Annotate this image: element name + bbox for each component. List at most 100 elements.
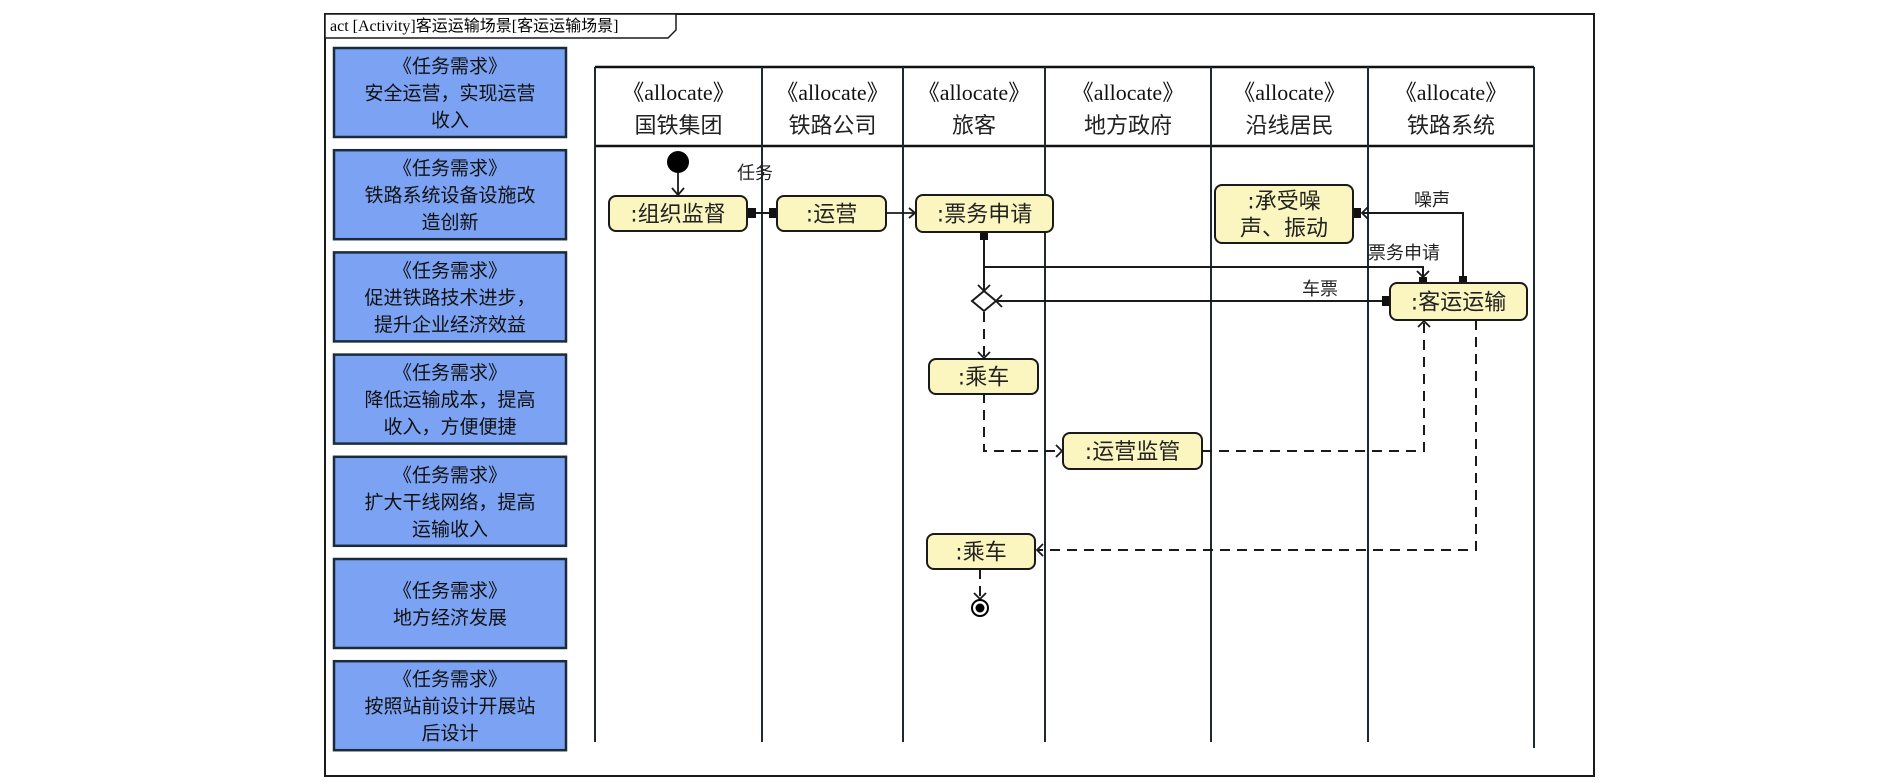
requirement-text: 降低运输成本，提高 bbox=[364, 389, 535, 411]
action-box bbox=[1214, 184, 1354, 244]
action-box bbox=[915, 194, 1054, 233]
edge-label-ticket-request: 票务申请 bbox=[1368, 243, 1440, 264]
output-pin bbox=[1459, 276, 1467, 284]
requirement-text: 造创新 bbox=[421, 212, 478, 234]
action-box bbox=[1062, 432, 1203, 470]
requirement-stereotype: 《任务需求》 bbox=[393, 260, 507, 282]
requirement-text: 收入 bbox=[431, 110, 469, 132]
requirement-box-bg bbox=[332, 148, 568, 241]
swimlane-header[interactable]: 《allocate》铁路公司 bbox=[776, 80, 888, 139]
requirement-text: 按照站前设计开展站 bbox=[364, 696, 535, 718]
input-pin bbox=[1353, 208, 1361, 218]
action-label: :客运运输 bbox=[1411, 291, 1506, 316]
requirement-text: 地方经济发展 bbox=[393, 607, 507, 629]
input-pin bbox=[1419, 277, 1427, 284]
requirement-text: 安全运营，实现运营 bbox=[364, 83, 535, 105]
frame-title-tab bbox=[324, 13, 677, 39]
action-operation-regulation[interactable]: :运营监管 bbox=[1062, 432, 1203, 470]
flow-regulation-to-transport bbox=[1202, 321, 1425, 452]
swimlane-name: 铁路公司 bbox=[788, 114, 876, 139]
requirement-box[interactable]: 《任务需求》地方经济发展 bbox=[332, 557, 568, 650]
action-passenger-transport[interactable]: :客运运输 bbox=[1389, 282, 1528, 321]
arrowhead-icon bbox=[1035, 543, 1044, 557]
action-label: :运营 bbox=[806, 203, 857, 228]
arrowhead-icon bbox=[1360, 206, 1369, 220]
requirement-text: 扩大干线网络，提高 bbox=[364, 491, 535, 513]
action-organize-supervise[interactable]: :组织监督 bbox=[608, 195, 748, 232]
swimlane-name: 铁路系统 bbox=[1407, 114, 1495, 139]
action-ride-1[interactable]: :乘车 bbox=[928, 358, 1039, 395]
requirement-box[interactable]: 《任务需求》促进铁路技术进步， 提升企业经济效益 bbox=[332, 251, 568, 343]
swimlane-stereotype: 《allocate》 bbox=[1072, 80, 1184, 105]
swimlane-name: 沿线居民 bbox=[1245, 114, 1333, 139]
requirement-stereotype: 《任务需求》 bbox=[393, 464, 507, 486]
swimlane-stereotype: 《allocate》 bbox=[1395, 80, 1507, 105]
requirement-box-bg bbox=[332, 46, 568, 139]
swimlane-header[interactable]: 《allocate》沿线居民 bbox=[1233, 80, 1345, 139]
flow-transport-to-ride bbox=[1037, 320, 1477, 551]
action-label: :运营监管 bbox=[1085, 440, 1180, 465]
requirement-box-bg bbox=[332, 251, 568, 343]
swimlane-header[interactable]: 《allocate》国铁集团 bbox=[622, 80, 734, 139]
requirement-text: 提升企业经济效益 bbox=[374, 314, 526, 336]
action-label: :乘车 bbox=[955, 541, 1006, 566]
requirement-text: 铁路系统设备设施改 bbox=[364, 185, 535, 207]
action-ticket-apply[interactable]: :票务申请 bbox=[915, 194, 1054, 233]
edge-label-ticket: 车票 bbox=[1302, 279, 1338, 300]
action-label: :票务申请 bbox=[937, 203, 1032, 228]
edge-label-noise: 噪声 bbox=[1414, 190, 1450, 211]
action-label: 声、振动 bbox=[1240, 217, 1328, 242]
requirement-box-bg bbox=[332, 455, 568, 548]
requirement-text: 运输收入 bbox=[412, 518, 488, 540]
requirement-box-bg bbox=[332, 353, 568, 445]
object-flow-ticket-request bbox=[984, 266, 1424, 277]
requirement-stereotype: 《任务需求》 bbox=[393, 56, 507, 78]
flows bbox=[671, 173, 1477, 601]
action-ride-2[interactable]: :乘车 bbox=[926, 533, 1036, 570]
frame-title: act [Activity]客运运输场景[客运运输场景] bbox=[330, 17, 618, 35]
action-box bbox=[928, 358, 1039, 395]
output-pin bbox=[980, 232, 988, 240]
requirement-text: 后设计 bbox=[421, 723, 478, 745]
requirements-column: 《任务需求》安全运营，实现运营收入《任务需求》铁路系统设备设施改造创新《任务需求… bbox=[332, 46, 568, 752]
requirement-stereotype: 《任务需求》 bbox=[393, 669, 507, 691]
swimlane-stereotype: 《allocate》 bbox=[776, 80, 888, 105]
action-label: :组织监督 bbox=[630, 203, 725, 228]
output-pin bbox=[1382, 296, 1390, 306]
requirement-text: 收入，方便便捷 bbox=[383, 416, 516, 438]
requirement-stereotype: 《任务需求》 bbox=[393, 580, 507, 602]
swimlane-stereotype: 《allocate》 bbox=[1233, 80, 1345, 105]
action-box bbox=[926, 533, 1036, 570]
action-box bbox=[1389, 282, 1528, 321]
action-label: :承受噪 bbox=[1247, 190, 1320, 215]
object-flow-noise bbox=[1362, 212, 1464, 276]
requirement-stereotype: 《任务需求》 bbox=[393, 362, 507, 384]
initial-node[interactable] bbox=[667, 151, 689, 173]
output-pin bbox=[748, 208, 756, 218]
action-label: :乘车 bbox=[958, 366, 1009, 391]
edge-label-task: 任务 bbox=[737, 163, 773, 184]
requirement-box-bg bbox=[332, 557, 568, 650]
flow-ride-to-regulation bbox=[983, 393, 1062, 452]
requirement-text: 促进铁路技术进步， bbox=[364, 287, 535, 309]
swimlane-name: 地方政府 bbox=[1084, 114, 1172, 139]
requirement-box-bg bbox=[332, 659, 568, 752]
action-box bbox=[776, 195, 887, 232]
swimlane-header[interactable]: 《allocate》旅客 bbox=[918, 80, 1030, 139]
action-operate[interactable]: :运营 bbox=[776, 195, 887, 232]
swimlane-stereotype: 《allocate》 bbox=[918, 80, 1030, 105]
swimlane-name: 旅客 bbox=[952, 114, 996, 139]
swimlane-header[interactable]: 《allocate》地方政府 bbox=[1072, 80, 1184, 139]
requirement-stereotype: 《任务需求》 bbox=[393, 158, 507, 180]
decision-node[interactable] bbox=[970, 289, 998, 313]
swimlane-header[interactable]: 《allocate》铁路系统 bbox=[1395, 80, 1507, 139]
input-pin bbox=[769, 208, 777, 218]
